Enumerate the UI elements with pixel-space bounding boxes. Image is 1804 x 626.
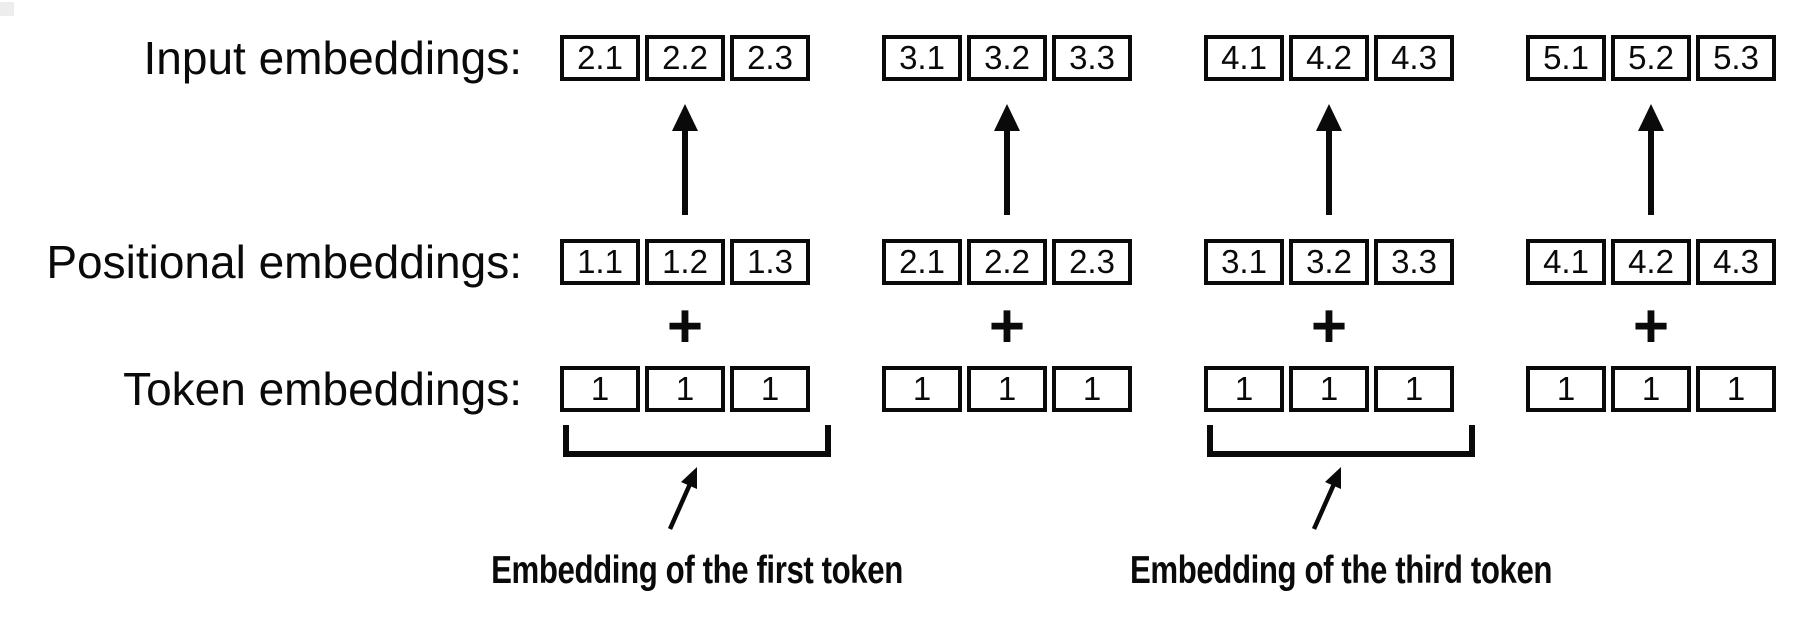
vector-cell: 4.2: [1611, 239, 1691, 285]
first-token-pointer-arrow-head: [681, 467, 697, 489]
vector-cell: 1: [1289, 366, 1369, 412]
vector-cell: 3.3: [1052, 35, 1132, 81]
plus-operator-4: +: [1632, 292, 1670, 361]
vector-cell: 1.3: [730, 239, 810, 285]
vector-cell: 1: [1696, 366, 1776, 412]
vector-cell: 1: [1611, 366, 1691, 412]
input-embeddings-vector-1: 2.1 2.2 2.3: [560, 35, 810, 81]
first-token-brace: [563, 425, 831, 457]
vector-cell: 1: [645, 366, 725, 412]
plus-operator-1: +: [666, 292, 704, 361]
positional-embeddings-vector-3: 3.1 3.2 3.3: [1204, 239, 1454, 285]
vector-cell: 4.1: [1204, 35, 1284, 81]
vector-cell: 1: [730, 366, 810, 412]
vector-cell: 3.2: [1289, 239, 1369, 285]
vector-cell: 3.1: [1204, 239, 1284, 285]
input-embeddings-vector-2: 3.1 3.2 3.3: [882, 35, 1132, 81]
positional-embeddings-vector-4: 4.1 4.2 4.3: [1526, 239, 1776, 285]
up-arrow-1-head: [672, 104, 698, 131]
vector-cell: 3.1: [882, 35, 962, 81]
first-token-pointer-arrow: [667, 483, 693, 530]
third-token-pointer-arrow-head: [1325, 467, 1341, 489]
vector-cell: 1: [967, 366, 1047, 412]
vector-cell: 1.2: [645, 239, 725, 285]
third-token-pointer-arrow: [1311, 483, 1337, 530]
vector-cell: 3.2: [967, 35, 1047, 81]
up-arrow-4-head: [1638, 104, 1664, 131]
token-embeddings-vector-4: 1 1 1: [1526, 366, 1776, 412]
vector-cell: 2.2: [645, 35, 725, 81]
vector-cell: 5.3: [1696, 35, 1776, 81]
vector-cell: 2.1: [560, 35, 640, 81]
vector-cell: 4.2: [1289, 35, 1369, 81]
vector-cell: 4.3: [1696, 239, 1776, 285]
up-arrow-3-head: [1316, 104, 1342, 131]
screenshot-corner-artifact: [0, 2, 14, 16]
vector-cell: 5.1: [1526, 35, 1606, 81]
vector-cell: 2.3: [730, 35, 810, 81]
vector-cell: 1.1: [560, 239, 640, 285]
vector-cell: 1: [1052, 366, 1132, 412]
vector-cell: 2.2: [967, 239, 1047, 285]
caption-third-token: Embedding of the third token: [1129, 549, 1553, 592]
token-embeddings-vector-1: 1 1 1: [560, 366, 810, 412]
vector-cell: 1: [1204, 366, 1284, 412]
positional-embeddings-vector-2: 2.1 2.2 2.3: [882, 239, 1132, 285]
vector-cell: 2.1: [882, 239, 962, 285]
vector-cell: 5.2: [1611, 35, 1691, 81]
vector-cell: 2.3: [1052, 239, 1132, 285]
caption-first-token: Embedding of the first token: [491, 549, 903, 592]
plus-operator-2: +: [988, 292, 1026, 361]
vector-cell: 4.3: [1374, 35, 1454, 81]
vector-cell: 1: [560, 366, 640, 412]
input-embeddings-vector-4: 5.1 5.2 5.3: [1526, 35, 1776, 81]
input-embeddings-vector-3: 4.1 4.2 4.3: [1204, 35, 1454, 81]
row-label-input-embeddings: Input embeddings:: [143, 32, 523, 84]
token-embeddings-vector-3: 1 1 1: [1204, 366, 1454, 412]
plus-operator-3: +: [1310, 292, 1348, 361]
row-label-token-embeddings: Token embeddings:: [123, 363, 522, 415]
token-embeddings-vector-2: 1 1 1: [882, 366, 1132, 412]
vector-cell: 1: [882, 366, 962, 412]
row-label-positional-embeddings: Positional embeddings:: [46, 236, 522, 288]
vector-cell: 3.3: [1374, 239, 1454, 285]
third-token-brace: [1207, 425, 1475, 457]
vector-cell: 1: [1526, 366, 1606, 412]
vector-cell: 4.1: [1526, 239, 1606, 285]
positional-embeddings-vector-1: 1.1 1.2 1.3: [560, 239, 810, 285]
up-arrow-2-head: [994, 104, 1020, 131]
vector-cell: 1: [1374, 366, 1454, 412]
